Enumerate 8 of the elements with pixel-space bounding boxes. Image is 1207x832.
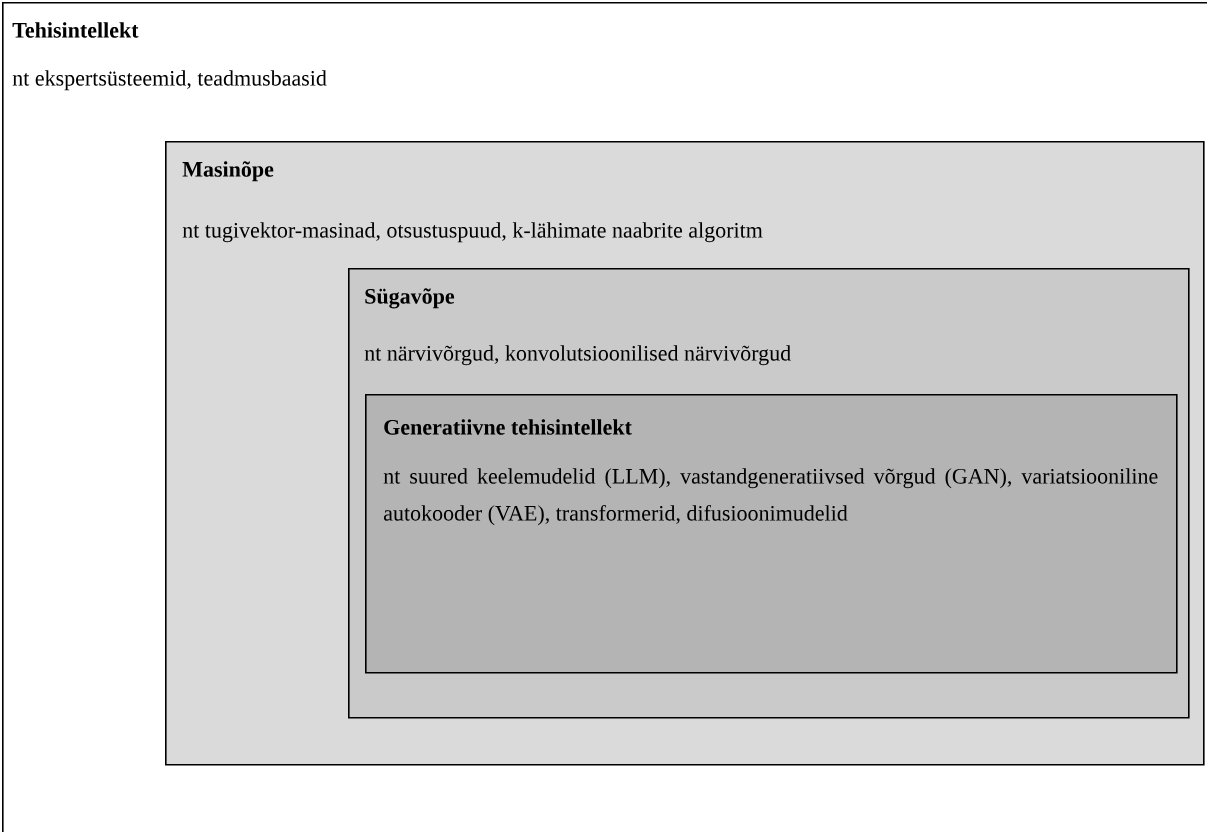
example-text: nt ekspertsüsteemid, teadmusbaasid <box>12 70 327 91</box>
heading: Generatiivne tehisintellekt <box>384 419 632 435</box>
heading: Sügavõpe <box>365 288 455 309</box>
example-text: nt tugivektor-masinad, otsustuspuud, k-lähimate naabrite algoritm <box>182 222 763 243</box>
heading: Tehisintellekt <box>12 22 139 38</box>
example-text: nt närvivõrgud, konvolutsioonilised närvivõrgud <box>364 345 791 366</box>
example-text: nt suured keelemudelid (LLM), vastandgeneratiivsed võrgud (GAN), variatsiooniline autokooder (VAE), transformerid, difusioonimudelid <box>383 468 1158 526</box>
heading: Masinõpe <box>182 161 274 182</box>
